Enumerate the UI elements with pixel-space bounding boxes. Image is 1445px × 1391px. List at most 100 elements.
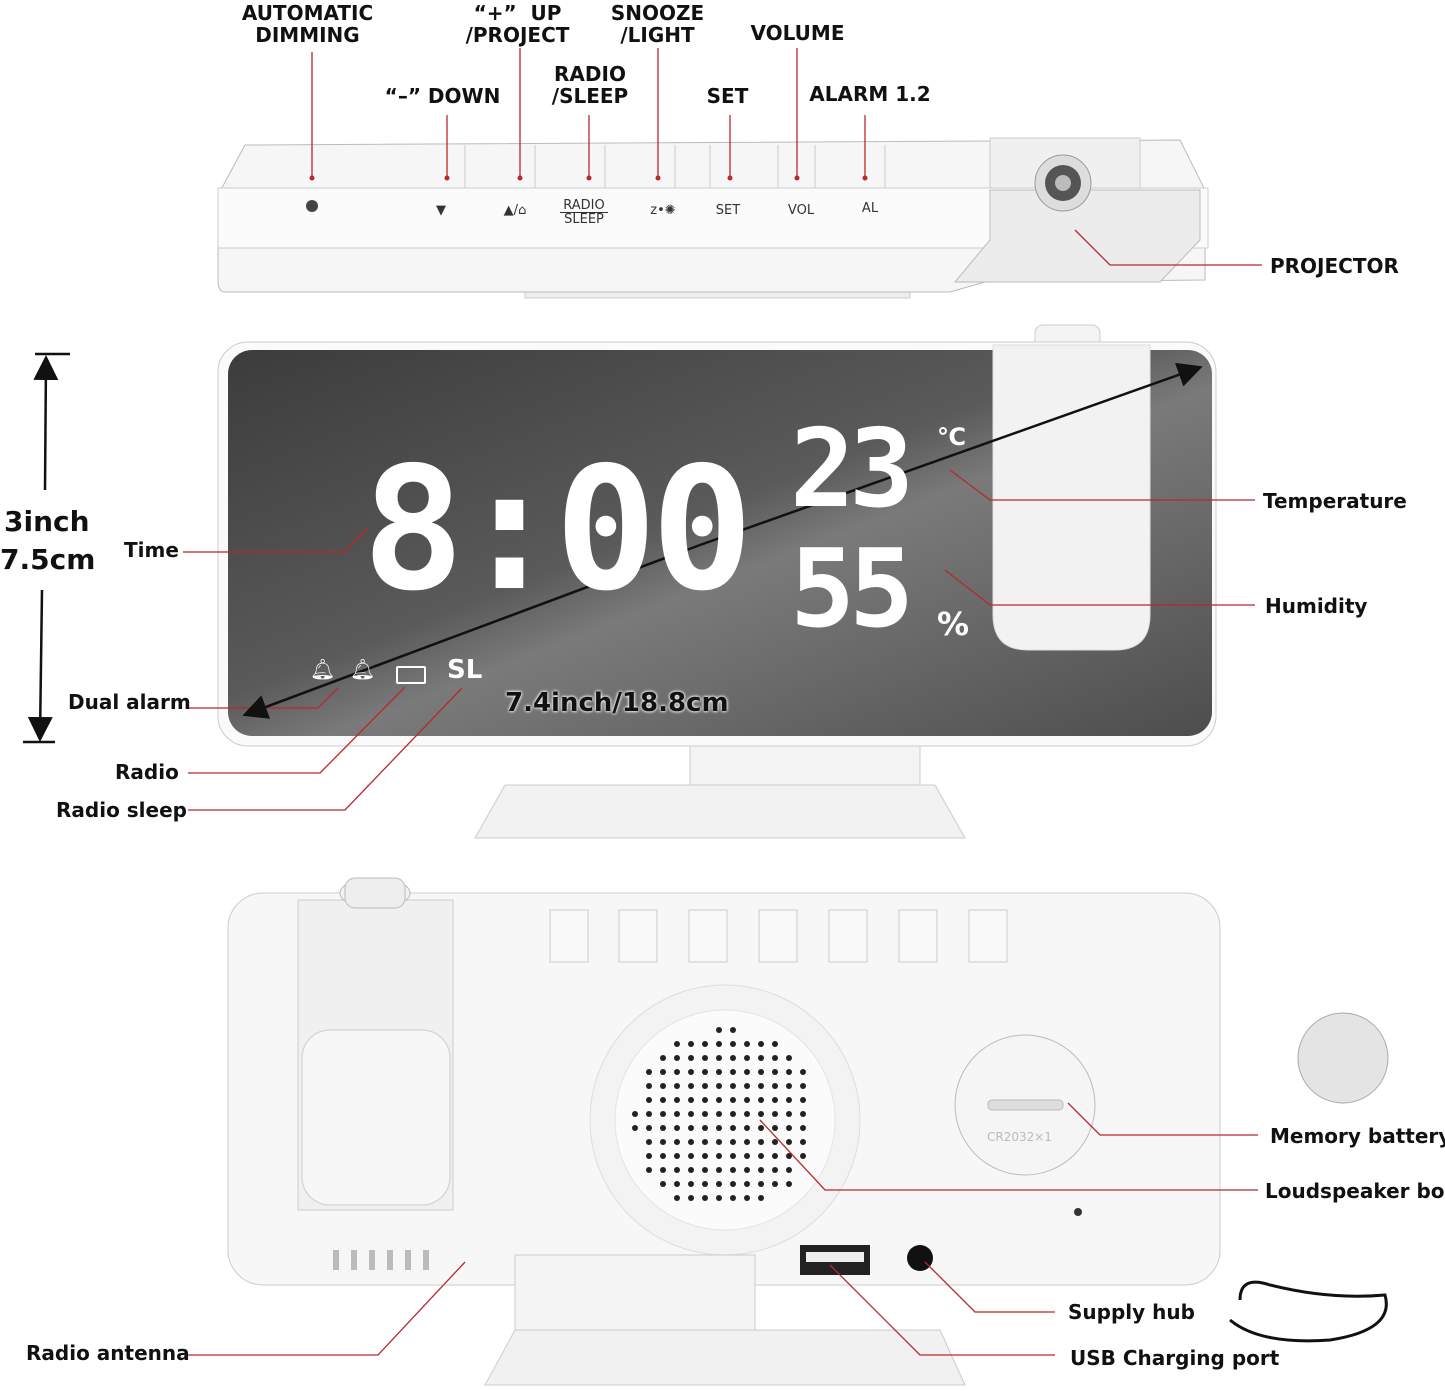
- speaker-hole: [744, 1069, 750, 1075]
- speaker-hole: [716, 1069, 722, 1075]
- coin-battery-image: [1297, 1012, 1389, 1104]
- label-radio-sleep-indicator: Radio sleep: [56, 798, 187, 822]
- label-memory-battery: Memory battery: [1270, 1124, 1445, 1148]
- speaker-hole: [730, 1181, 736, 1187]
- radio-text: RADIO: [560, 199, 608, 213]
- speaker-hole: [688, 1153, 694, 1159]
- speaker-hole: [688, 1139, 694, 1145]
- speaker-hole: [800, 1097, 806, 1103]
- speaker-hole: [702, 1041, 708, 1047]
- speaker-hole: [772, 1069, 778, 1075]
- label-supply-hub: Supply hub: [1068, 1300, 1195, 1324]
- al-button[interactable]: AL: [861, 201, 879, 216]
- up-project-button[interactable]: ▲/⌂: [495, 204, 535, 217]
- speaker-hole: [786, 1069, 792, 1075]
- speaker-hole: [730, 1153, 736, 1159]
- sleep-indicator: SL: [447, 655, 483, 685]
- humidity-unit: %: [937, 605, 970, 643]
- speaker-hole: [800, 1083, 806, 1089]
- speaker-hole: [646, 1153, 652, 1159]
- speaker-hole: [730, 1055, 736, 1061]
- speaker-hole: [758, 1139, 764, 1145]
- snooze-light-button[interactable]: z•✺: [638, 204, 688, 217]
- speaker-hole: [786, 1153, 792, 1159]
- speaker-hole: [730, 1041, 736, 1047]
- alarm-1-icon: 🔔︎: [310, 657, 336, 681]
- speaker-hole: [674, 1139, 680, 1145]
- speaker-hole: [772, 1097, 778, 1103]
- speaker-hole: [674, 1083, 680, 1089]
- speaker-hole: [716, 1083, 722, 1089]
- speaker-hole: [646, 1097, 652, 1103]
- top-view-device: [217, 137, 1209, 299]
- speaker-hole: [772, 1181, 778, 1187]
- speaker-hole: [744, 1111, 750, 1117]
- speaker-hole: [758, 1195, 764, 1201]
- speaker-hole: [730, 1083, 736, 1089]
- speaker-hole: [688, 1181, 694, 1187]
- speaker-hole: [772, 1139, 778, 1145]
- speaker-hole: [702, 1153, 708, 1159]
- temp-unit: ℃: [937, 423, 967, 451]
- alarm-2-icon: 🔔︎: [350, 657, 376, 681]
- sleep-text: SLEEP: [564, 212, 604, 227]
- speaker-hole: [660, 1139, 666, 1145]
- set-button[interactable]: SET: [715, 203, 741, 218]
- speaker-hole: [744, 1195, 750, 1201]
- speaker-hole: [772, 1111, 778, 1117]
- speaker-hole: [646, 1139, 652, 1145]
- speaker-hole: [674, 1167, 680, 1173]
- speaker-hole: [744, 1097, 750, 1103]
- speaker-hole: [744, 1041, 750, 1047]
- label-loudspeaker-box: Loudspeaker box: [1265, 1179, 1445, 1203]
- speaker-hole: [786, 1167, 792, 1173]
- speaker-hole: [800, 1139, 806, 1145]
- speaker-hole: [758, 1069, 764, 1075]
- speaker-hole: [674, 1097, 680, 1103]
- speaker-hole: [632, 1111, 638, 1117]
- label-set: SET: [706, 84, 749, 108]
- speaker-hole: [660, 1181, 666, 1187]
- speaker-hole: [660, 1153, 666, 1159]
- speaker-hole: [674, 1055, 680, 1061]
- speaker-hole: [716, 1181, 722, 1187]
- speaker-hole: [758, 1181, 764, 1187]
- speaker-hole: [702, 1139, 708, 1145]
- speaker-hole: [688, 1167, 694, 1173]
- speaker-hole: [702, 1055, 708, 1061]
- speaker-hole: [688, 1069, 694, 1075]
- temperature-display: 23: [790, 407, 914, 532]
- speaker-hole: [702, 1097, 708, 1103]
- label-dual-alarm: Dual alarm: [68, 690, 191, 714]
- speaker-hole: [730, 1139, 736, 1145]
- speaker-hole: [758, 1083, 764, 1089]
- projector-icon: ⌂: [518, 203, 527, 218]
- speaker-hole: [674, 1041, 680, 1047]
- speaker-hole: [688, 1041, 694, 1047]
- label-radio: Radio: [115, 760, 179, 784]
- speaker-hole: [800, 1125, 806, 1131]
- label-radio-sleep: RADIO /SLEEP: [551, 62, 629, 108]
- speaker-hole: [674, 1069, 680, 1075]
- speaker-hole: [674, 1125, 680, 1131]
- speaker-hole: [702, 1167, 708, 1173]
- speaker-hole: [772, 1167, 778, 1173]
- label-temperature: Temperature: [1263, 489, 1407, 513]
- power-cable-image: [1229, 1280, 1388, 1343]
- light-bulb-icon: ✺: [664, 203, 676, 218]
- down-button[interactable]: ▼: [436, 203, 446, 218]
- label-down: “–” DOWN: [384, 84, 501, 108]
- speaker-hole: [716, 1153, 722, 1159]
- speaker-hole: [758, 1167, 764, 1173]
- speaker-hole: [660, 1069, 666, 1075]
- speaker-hole: [702, 1181, 708, 1187]
- speaker-hole: [688, 1111, 694, 1117]
- vol-button[interactable]: VOL: [787, 203, 815, 218]
- label-time: Time: [124, 538, 179, 562]
- label-snooze-light: SNOOZE /LIGHT: [610, 1, 705, 47]
- label-up-project: “+” UP /PROJECT: [465, 1, 570, 47]
- label-projector: PROJECTOR: [1270, 254, 1399, 278]
